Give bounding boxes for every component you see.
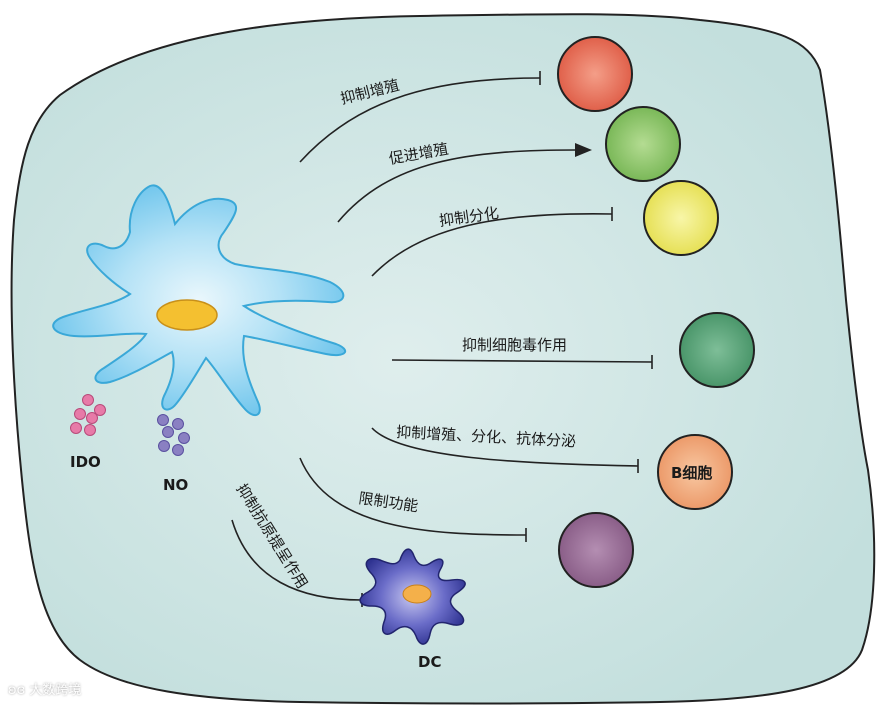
no-label: NO xyxy=(163,476,188,494)
no-molecules xyxy=(157,414,190,456)
watermark-icon: ʚɞ xyxy=(8,683,30,698)
ido-molecules xyxy=(70,394,106,436)
pathway-line-2 xyxy=(337,149,576,223)
arrowhead-icon xyxy=(575,143,592,157)
ido-label: IDO xyxy=(70,453,101,471)
dark-green-cell xyxy=(679,312,755,388)
b-cell-label: B细胞 xyxy=(671,464,712,482)
pathway-line-6 xyxy=(299,457,527,536)
msc-nucleus xyxy=(156,299,218,331)
watermark: ʚɞ 大数跨境 xyxy=(8,679,81,698)
msc-cell xyxy=(52,184,347,417)
pathway-line-7 xyxy=(231,519,363,601)
background-region xyxy=(10,13,876,705)
pathway-line-1 xyxy=(299,77,541,163)
green-cell xyxy=(605,106,681,182)
pathway-line-4 xyxy=(391,359,653,363)
dc-nucleus xyxy=(402,584,432,604)
yellow-cell xyxy=(643,180,719,256)
watermark-text: 大数跨境 xyxy=(29,683,82,698)
b-cell xyxy=(657,434,733,510)
dc-label: DC xyxy=(418,653,441,671)
pathway-label-4: 抑制细胞毒作用 xyxy=(462,336,567,354)
pathway-line-3 xyxy=(371,213,613,277)
red-cell xyxy=(557,36,633,112)
dc-cell xyxy=(359,548,466,645)
purple-cell xyxy=(558,512,634,588)
pathway-line-5 xyxy=(371,427,639,467)
